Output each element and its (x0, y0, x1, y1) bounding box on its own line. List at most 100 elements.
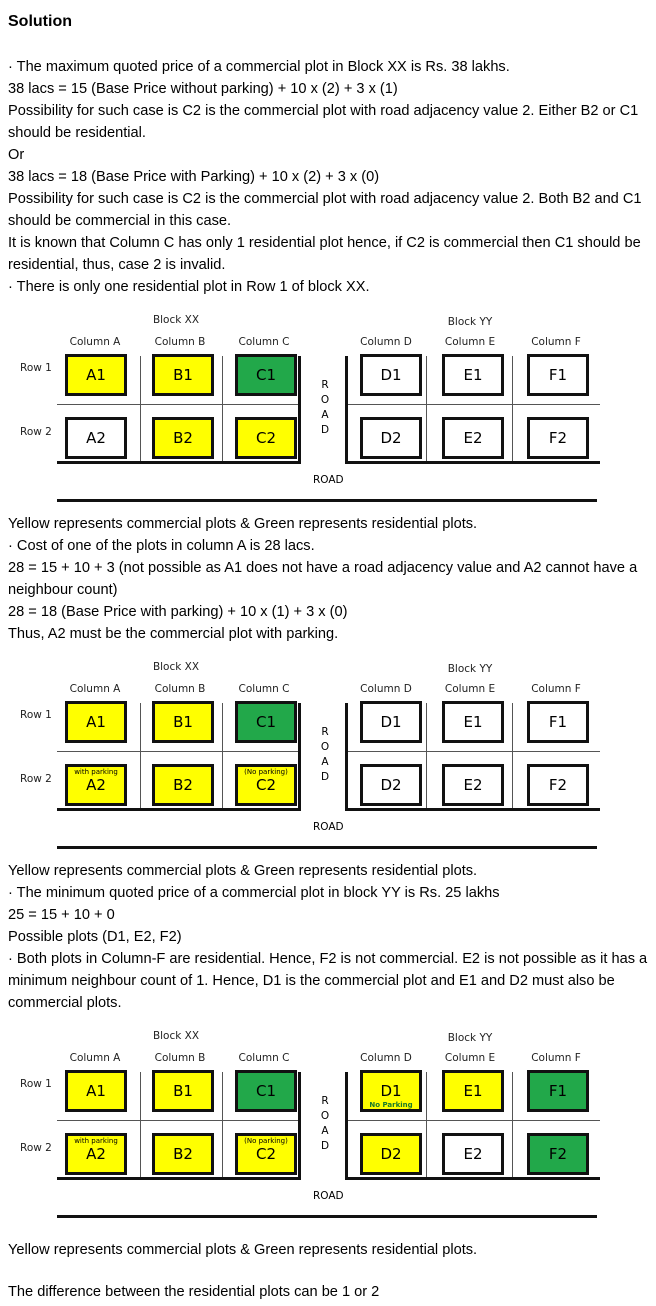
plot-id: E2 (463, 776, 483, 794)
road-letter: R (321, 379, 329, 391)
plot-id: B2 (173, 1145, 193, 1163)
plot-cell-b2: B2 (152, 764, 214, 806)
plot-cell-c2: C2(No parking) (235, 1133, 297, 1175)
road-letter: D (320, 424, 330, 436)
text-line: Possible plots (D1, E2, F2) (8, 929, 182, 945)
plot-id: F1 (548, 713, 568, 731)
plot-id: E2 (463, 1145, 483, 1163)
plot-id: D2 (380, 776, 402, 794)
text-line: · The minimum quoted price of a commerci… (8, 885, 500, 901)
plot-cell-f2: F2 (527, 417, 589, 459)
plot-id: A2 (86, 1145, 106, 1163)
grid-line (345, 751, 600, 752)
plot-cell-f2: F2 (527, 764, 589, 806)
plot-id: F1 (548, 366, 568, 384)
plot-id: B2 (173, 776, 193, 794)
plot-cell-a1: A1 (65, 1070, 127, 1112)
plot-cell-e1: E1 (442, 701, 504, 743)
grid-line (57, 751, 300, 752)
text-line: 25 = 15 + 10 + 0 (8, 907, 115, 923)
parking-note: (No parking) (244, 1137, 288, 1145)
plot-id: D2 (380, 1145, 402, 1163)
block-border (57, 1177, 301, 1180)
text-line: · Both plots in Column-F are residential… (8, 951, 648, 1011)
block-border (57, 808, 301, 811)
column-label: Column A (69, 1052, 121, 1064)
plot-cell-c2: C2 (235, 417, 297, 459)
plot-id: B2 (173, 429, 193, 447)
plot-id: A1 (86, 366, 106, 384)
block-border (298, 1072, 301, 1180)
plot-id: A2 (86, 776, 106, 794)
column-label: Column E (444, 336, 496, 348)
grid-line (426, 1072, 427, 1178)
text-line: · The maximum quoted price of a commerci… (8, 59, 510, 75)
column-label: Column C (238, 336, 290, 348)
row-label: Row 2 (20, 426, 52, 438)
road-letter: A (321, 756, 329, 768)
solution-heading: Solution (8, 13, 72, 30)
text-line: The difference between the residential p… (8, 1284, 380, 1300)
row-label: Row 1 (20, 362, 52, 374)
block-yy-label: Block YY (447, 1032, 493, 1044)
road-letter: D (320, 1140, 330, 1152)
plot-id: F2 (548, 1145, 568, 1163)
grid-line (512, 1072, 513, 1178)
plot-cell-e1: E1 (442, 1070, 504, 1112)
plot-cell-b1: B1 (152, 354, 214, 396)
block-xx-label: Block XX (152, 314, 200, 326)
grid-line (222, 356, 223, 462)
block-border (345, 1072, 348, 1180)
text-line: Yellow represents commercial plots & Gre… (8, 1242, 478, 1258)
block-border (345, 1177, 600, 1180)
parking-note: No Parking (369, 1101, 413, 1109)
plot-id: C2 (255, 429, 277, 447)
plot-cell-a1: A1 (65, 354, 127, 396)
plot-cell-d1: D1 (360, 354, 422, 396)
plot-id: D2 (380, 429, 402, 447)
text-line: · Cost of one of the plots in column A i… (8, 538, 315, 554)
column-label: Column A (69, 683, 121, 695)
column-label: Column D (360, 683, 412, 695)
plot-id: E1 (463, 1082, 483, 1100)
text-line: Yellow represents commercial plots & Gre… (8, 863, 478, 879)
text-line: It is known that Column C has only 1 res… (8, 235, 641, 273)
plot-id: E1 (463, 366, 483, 384)
plot-cell-c1: C1 (235, 1070, 297, 1112)
column-label: Column D (360, 336, 412, 348)
road-letter: O (320, 394, 330, 406)
plot-id: D1 (380, 1082, 402, 1100)
grid-line (57, 1120, 300, 1121)
plot-cell-d2: D2 (360, 417, 422, 459)
text-line: Thus, A2 must be the commercial plot wit… (8, 626, 339, 642)
plot-id: C2 (255, 1145, 277, 1163)
road-letter: O (320, 741, 330, 753)
plot-cell-d2: D2 (360, 1133, 422, 1175)
block-yy-label: Block YY (447, 663, 493, 675)
paragraph-block-4: Yellow represents commercial plots & Gre… (8, 1239, 648, 1261)
block-border (57, 461, 301, 464)
plot-cell-a1: A1 (65, 701, 127, 743)
row-label: Row 1 (20, 1078, 52, 1090)
block-border (298, 356, 301, 464)
plot-id: D1 (380, 713, 402, 731)
block-xx-label: Block XX (152, 661, 200, 673)
plot-cell-d2: D2 (360, 764, 422, 806)
plot-id: C1 (255, 1082, 277, 1100)
row-label: Row 1 (20, 709, 52, 721)
solution-document: Solution · The maximum quoted price of a… (0, 12, 656, 1303)
plot-cell-e1: E1 (442, 354, 504, 396)
road-letter: D (320, 771, 330, 783)
plot-id: F2 (548, 776, 568, 794)
text-line: 28 = 18 (Base Price with parking) + 10 x… (8, 604, 348, 620)
road-horizontal-label: ROAD (313, 474, 344, 486)
plot-id: A1 (86, 713, 106, 731)
paragraph-block-5: The difference between the residential p… (8, 1281, 648, 1303)
grid-line (140, 703, 141, 809)
plot-cell-c1: C1 (235, 354, 297, 396)
road-line (57, 499, 597, 502)
block-border (345, 808, 600, 811)
grid-line (140, 1072, 141, 1178)
